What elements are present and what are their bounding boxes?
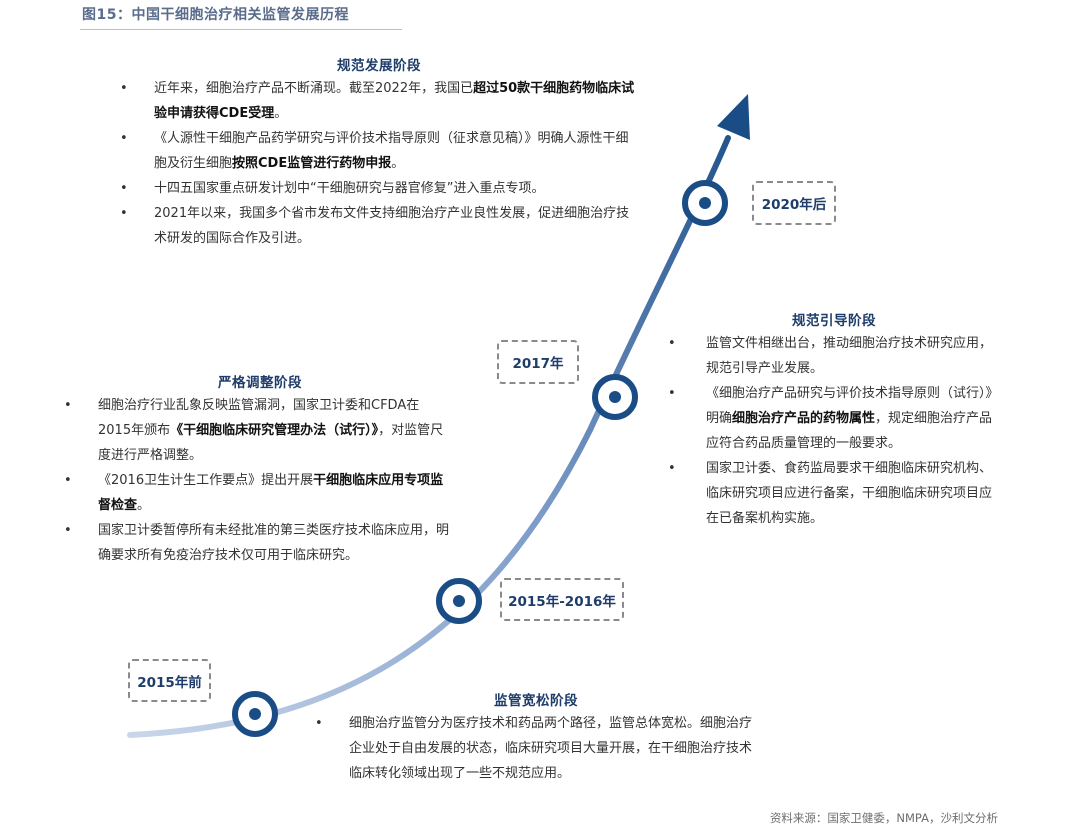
marker-dot <box>699 197 711 209</box>
list-item: 近年来，细胞治疗产品不断涌现。截至2022年，我国已超过50款干细胞药物临床试验… <box>120 76 640 126</box>
era-label-2017: 2017年 <box>497 340 579 384</box>
timeline-curve-path <box>127 135 731 738</box>
figure-title: 图15：中国干细胞治疗相关监管发展历程 <box>82 7 349 23</box>
stage-list-loose: 细胞治疗监管分为医疗技术和药品两个路径，监管总体宽松。细胞治疗企业处于自由发展的… <box>315 711 760 786</box>
list-item: 细胞治疗监管分为医疗技术和药品两个路径，监管总体宽松。细胞治疗企业处于自由发展的… <box>315 711 760 786</box>
arrow-head-icon <box>717 94 750 140</box>
stage-title-guide: 规范引导阶段 <box>792 313 876 329</box>
stage-list-regulate: 近年来，细胞治疗产品不断涌现。截至2022年，我国已超过50款干细胞药物临床试验… <box>120 76 640 251</box>
marker-dot <box>609 391 621 403</box>
source-note: 资料来源：国家卫健委，NMPA，沙利文分析 <box>769 811 998 825</box>
stage-title-loose: 监管宽松阶段 <box>494 693 578 709</box>
stage-title-regulate: 规范发展阶段 <box>337 58 421 74</box>
timeline-marker-4 <box>682 180 728 226</box>
stage-list-guide: 监管文件相继出台，推动细胞治疗技术研究应用，规范引导产业发展。 《细胞治疗产品研… <box>668 331 1000 531</box>
stage-title-strict: 严格调整阶段 <box>218 375 302 391</box>
timeline-marker-3 <box>592 374 638 420</box>
stage-list-strict: 细胞治疗行业乱象反映监管漏洞，国家卫计委和CFDA在2015年颁布《干细胞临床研… <box>64 393 452 568</box>
list-item: 《2016卫生计生工作要点》提出开展干细胞临床应用专项监督检查。 <box>64 468 452 518</box>
timeline-marker-2 <box>436 578 482 624</box>
era-label-2015-2016: 2015年-2016年 <box>500 578 624 621</box>
marker-dot <box>249 708 261 720</box>
title-underline <box>80 29 402 30</box>
era-label-after-2020: 2020年后 <box>752 181 836 225</box>
list-item: 十四五国家重点研发计划中“干细胞研究与器官修复”进入重点专项。 <box>120 176 640 201</box>
era-label-before-2015: 2015年前 <box>128 659 211 702</box>
list-item: 国家卫计委暂停所有未经批准的第三类医疗技术临床应用，明确要求所有免疫治疗技术仅可… <box>64 518 452 568</box>
timeline-marker-1 <box>232 691 278 737</box>
list-item: 国家卫计委、食药监局要求干细胞临床研究机构、临床研究项目应进行备案，干细胞临床研… <box>668 456 1000 531</box>
list-item: 细胞治疗行业乱象反映监管漏洞，国家卫计委和CFDA在2015年颁布《干细胞临床研… <box>64 393 452 468</box>
marker-dot <box>453 595 465 607</box>
list-item: 《细胞治疗产品研究与评价技术指导原则（试行）》明确细胞治疗产品的药物属性，规定细… <box>668 381 1000 456</box>
list-item: 监管文件相继出台，推动细胞治疗技术研究应用，规范引导产业发展。 <box>668 331 1000 381</box>
list-item: 2021年以来，我国多个省市发布文件支持细胞治疗产业良性发展，促进细胞治疗技术研… <box>120 201 640 251</box>
list-item: 《人源性干细胞产品药学研究与评价技术指导原则（征求意见稿）》明确人源性干细胞及衍… <box>120 126 640 176</box>
